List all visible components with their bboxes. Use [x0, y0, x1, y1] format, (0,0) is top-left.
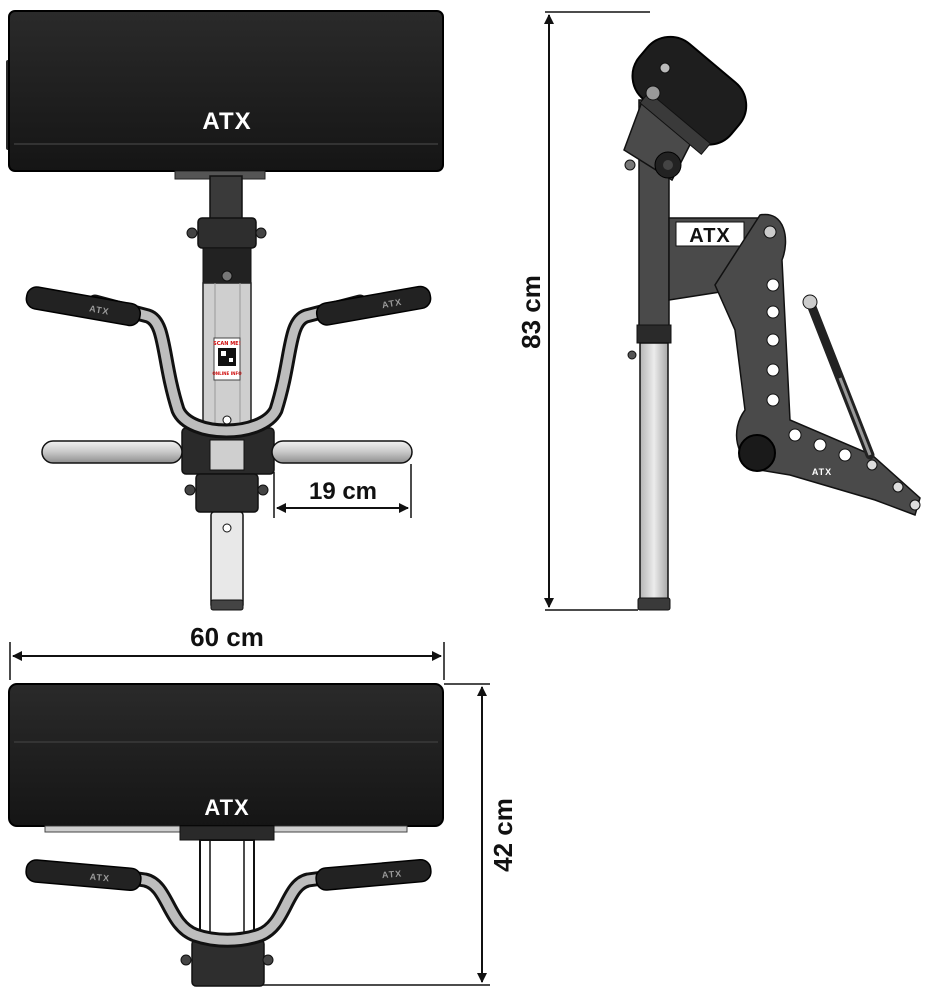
side-arm-logo: ATX	[689, 225, 731, 247]
top-frame	[179, 825, 275, 987]
top-view: 60 cm 42 cm ATX	[8, 622, 518, 987]
side-arm-small-logo: ATX	[812, 467, 832, 477]
front-pad: ATX	[6, 10, 444, 172]
front-pad-logo: ATX	[202, 108, 251, 135]
dim-60cm: 60 cm	[9, 622, 445, 680]
dim-19cm-label: 19 cm	[309, 478, 377, 505]
side-pad	[623, 35, 748, 182]
dim-42cm: 42 cm	[262, 683, 518, 986]
front-column: SCAN ME! ONLINE INFO	[181, 175, 275, 611]
qr-sticker-bottom: ONLINE INFO	[212, 371, 242, 376]
side-view: 83 cm ATX	[516, 11, 921, 611]
dim-83cm-label: 83 cm	[516, 275, 546, 349]
top-pad-logo: ATX	[204, 795, 249, 820]
side-arm: ATX ATX	[668, 213, 921, 516]
dim-60cm-label: 60 cm	[190, 622, 264, 652]
front-handle: ATX ATX	[25, 285, 432, 439]
front-crossbar	[41, 440, 413, 464]
top-handle: ATX ATX	[25, 858, 432, 948]
top-pad: ATX	[8, 683, 444, 833]
dim-83cm: 83 cm	[516, 11, 650, 611]
top-left-grip-logo: ATX	[89, 872, 110, 884]
dim-19cm: 19 cm	[273, 464, 412, 518]
front-right-grip-logo: ATX	[381, 297, 403, 310]
qr-sticker-top: SCAN ME!	[213, 341, 241, 347]
front-view: ATX SCAN ME! ONLINE INFO	[6, 10, 444, 611]
front-left-grip-logo: ATX	[88, 303, 110, 316]
dim-42cm-label: 42 cm	[488, 798, 518, 872]
top-right-grip-logo: ATX	[381, 868, 402, 880]
